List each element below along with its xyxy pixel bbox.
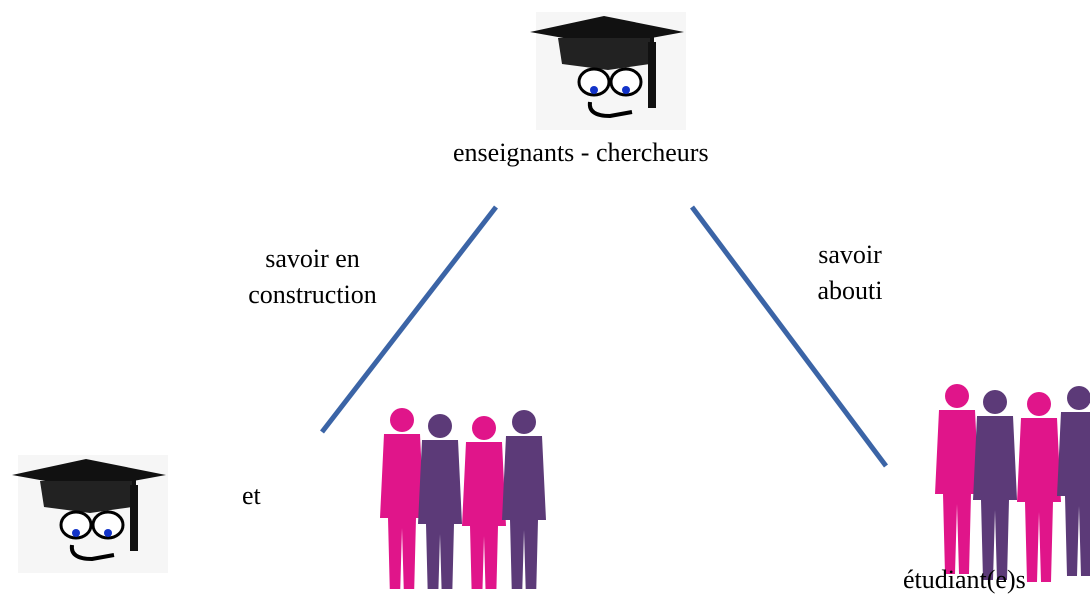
graduation-cap-face-icon <box>528 10 688 132</box>
edge-label-line: abouti <box>817 276 883 305</box>
edge-label-line: savoir <box>818 240 882 269</box>
edge-label-completed-knowledge: savoir abouti <box>805 237 895 309</box>
students-group-icon <box>935 384 1090 582</box>
graduation-cap-face-icon <box>10 453 170 575</box>
edge-label-line: savoir en <box>265 244 360 273</box>
connector-left <box>320 205 498 434</box>
edge-label-line: construction <box>248 280 377 309</box>
conjunction-label: et <box>242 481 261 510</box>
students-label: étudiant(e)s <box>903 565 1026 594</box>
teachers-label: enseignants - chercheurs <box>453 138 709 167</box>
edge-label-knowledge-in-construction: savoir en construction <box>230 241 395 313</box>
connector-right <box>689 205 889 468</box>
students-group-icon <box>380 408 546 589</box>
